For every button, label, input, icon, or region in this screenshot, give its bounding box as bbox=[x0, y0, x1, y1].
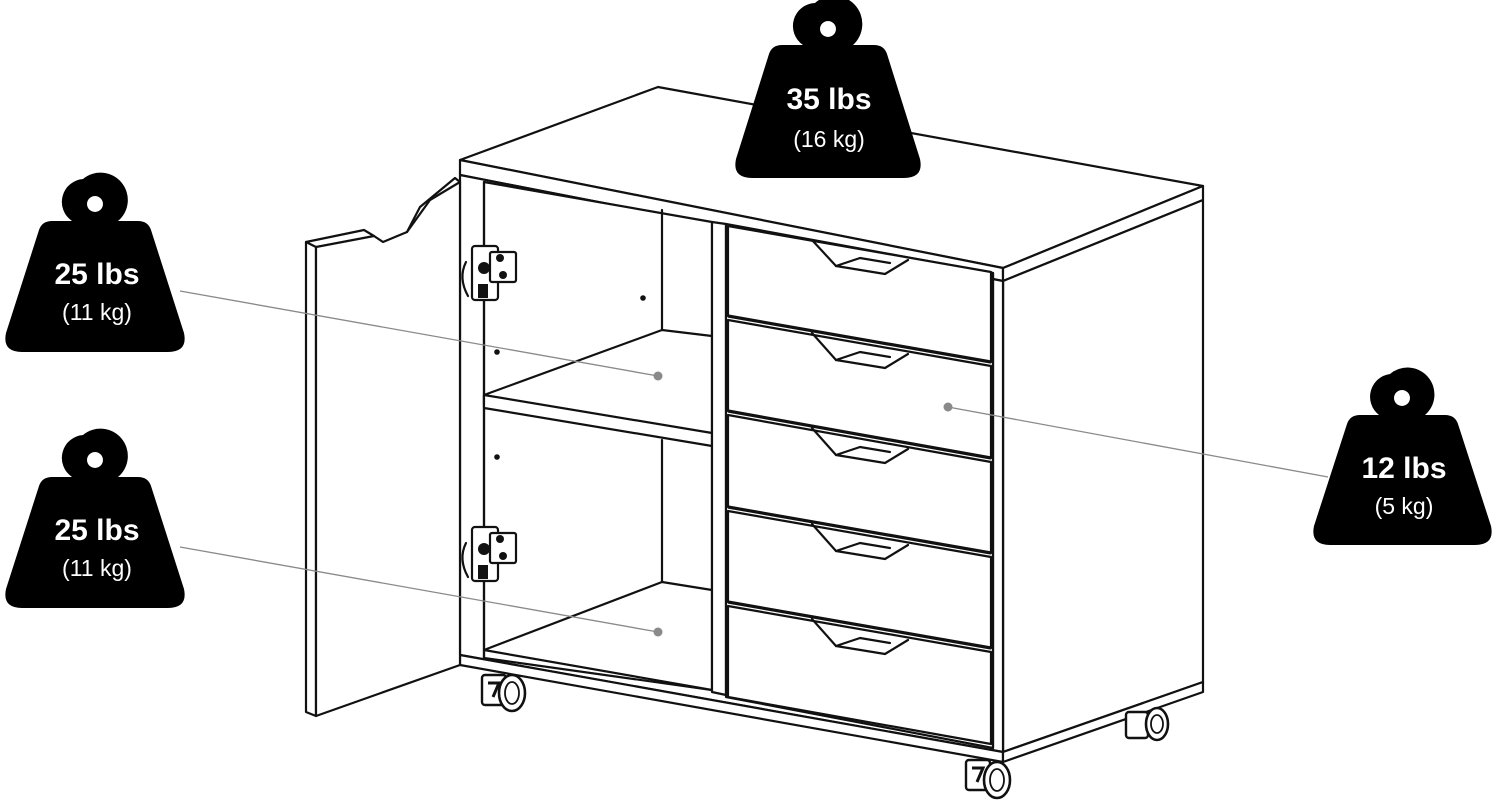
leader-drawer bbox=[947, 406, 1329, 478]
weight-drawer-secondary: (5 kg) bbox=[1375, 493, 1434, 519]
weight-icon bbox=[1313, 367, 1492, 545]
leader-upper-shelf bbox=[179, 290, 659, 377]
cabinet-bottom-rail-side bbox=[1001, 680, 1205, 764]
drawer-1 bbox=[726, 224, 993, 364]
weight-drawer-primary: 12 lbs bbox=[1361, 452, 1446, 485]
drawer-3 bbox=[726, 413, 993, 555]
marker-upper-shelf bbox=[653, 371, 663, 381]
weight-top-primary: 35 lbs bbox=[786, 83, 871, 116]
cabinet-right-side bbox=[1001, 198, 1205, 754]
drawers bbox=[726, 224, 993, 746]
shelf-pin-hole bbox=[640, 295, 646, 301]
shelf-pin-hole bbox=[494, 349, 500, 355]
cabinet-door bbox=[304, 176, 462, 718]
caster-wheel-icon bbox=[964, 758, 1012, 800]
weight-upper-shelf-secondary: (11 kg) bbox=[62, 299, 132, 325]
hinge-icon bbox=[461, 525, 518, 583]
weight-top-secondary: (16 kg) bbox=[793, 126, 865, 152]
door-panel bbox=[314, 180, 462, 718]
drawer-5 bbox=[726, 604, 993, 746]
caster-wheel-icon bbox=[1124, 706, 1170, 742]
drawer-4 bbox=[726, 509, 993, 650]
weight-icon bbox=[735, 0, 921, 178]
leader-lower-shelf bbox=[179, 546, 659, 633]
weight-lower-shelf-secondary: (11 kg) bbox=[62, 555, 132, 581]
shelf-pin-hole bbox=[494, 454, 500, 460]
marker-lower-shelf bbox=[653, 627, 663, 637]
weight-icon-top: 35 lbs (16 kg) bbox=[735, 0, 921, 178]
hinge-icon bbox=[461, 244, 518, 302]
leader-lines bbox=[179, 290, 1329, 637]
marker-drawer bbox=[943, 402, 953, 412]
weight-icon bbox=[5, 428, 185, 608]
weight-upper-shelf-primary: 25 lbs bbox=[54, 258, 139, 291]
weight-lower-shelf-primary: 25 lbs bbox=[54, 514, 139, 547]
middle-divider bbox=[710, 220, 728, 697]
caster-wheel-icon bbox=[480, 673, 527, 713]
weight-icon-upper-shelf: 25 lbs (11 kg) bbox=[5, 172, 185, 352]
weight-icon-lower-shelf: 25 lbs (11 kg) bbox=[5, 428, 185, 608]
weight-icon-drawer: 12 lbs (5 kg) bbox=[1313, 367, 1492, 545]
weight-icon bbox=[5, 172, 185, 352]
drawer-2 bbox=[726, 318, 993, 460]
